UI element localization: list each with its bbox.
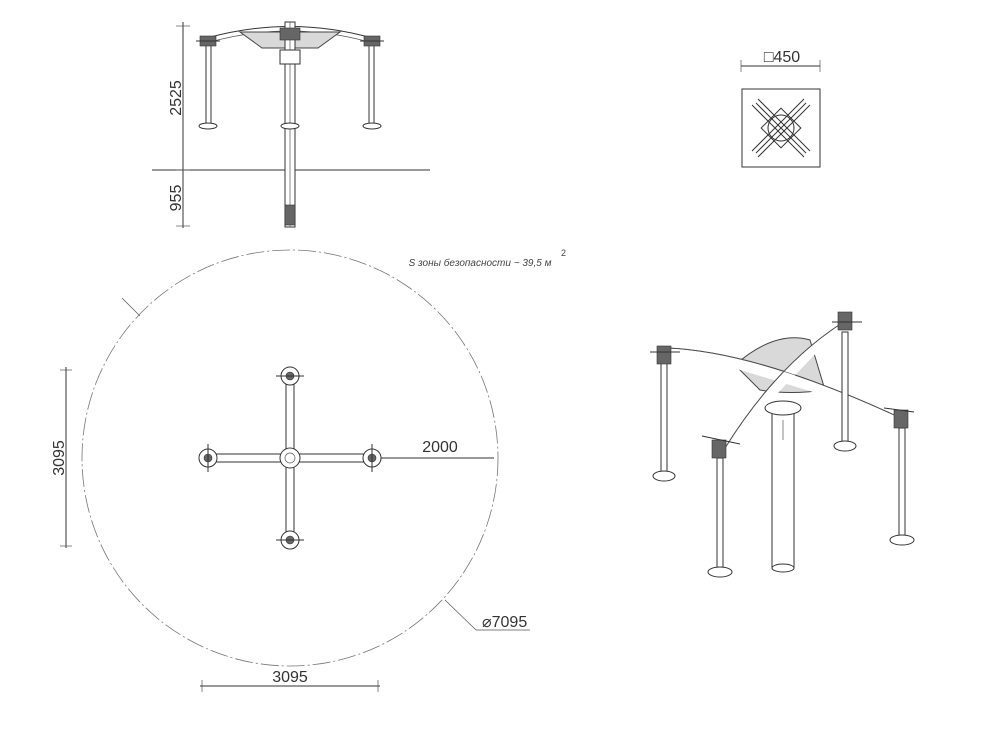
left-post (205, 39, 212, 127)
zone-diameter-label: ⌀7095 (482, 614, 527, 631)
iso-handle-3 (701, 435, 741, 459)
iso-post-front-right (889, 427, 915, 546)
center-handle (279, 27, 301, 41)
safety-zone-circle (81, 249, 499, 667)
pole-collar (279, 49, 301, 65)
plan-view: S зоны безопасности ~ 39,5 м 2 ⌀7095 309… (51, 248, 566, 692)
left-base-plate (198, 122, 218, 130)
isometric-view (650, 311, 915, 578)
height-above-ground-label: 2525 (168, 80, 185, 116)
zone-leader-bottom (444, 599, 477, 631)
right-base-plate (362, 122, 382, 130)
station-left (198, 444, 218, 472)
center-hub (279, 447, 301, 469)
iso-handle-4 (883, 407, 915, 429)
base-square-label: □450 (764, 49, 800, 66)
safety-zone-area-superscript: 2 (561, 248, 566, 258)
safety-zone-area-note: S зоны безопасности ~ 39,5 м (409, 257, 552, 269)
front-elevation-view: 2525 955 (152, 21, 430, 228)
zone-leader-top (121, 297, 141, 317)
right-handle (360, 35, 384, 47)
iso-post-back-left (652, 361, 676, 482)
base-detail-view: □450 (740, 49, 821, 168)
iso-handle-2 (832, 311, 862, 331)
radius-label: 2000 (422, 439, 458, 456)
iso-post-front-left (707, 457, 733, 578)
depth-below-ground-label: 955 (168, 185, 185, 212)
base-plate-outline (741, 88, 821, 168)
left-handle (196, 35, 220, 47)
horizontal-dimension-label: 3095 (272, 669, 308, 686)
station-right (362, 444, 382, 472)
station-bottom (276, 530, 304, 550)
iso-handle-1 (650, 345, 680, 365)
right-post (368, 39, 375, 127)
station-top (276, 366, 304, 386)
base-bolt-pattern (751, 98, 811, 158)
iso-post-back-right (833, 331, 857, 452)
vertical-dimension-label: 3095 (51, 440, 68, 476)
